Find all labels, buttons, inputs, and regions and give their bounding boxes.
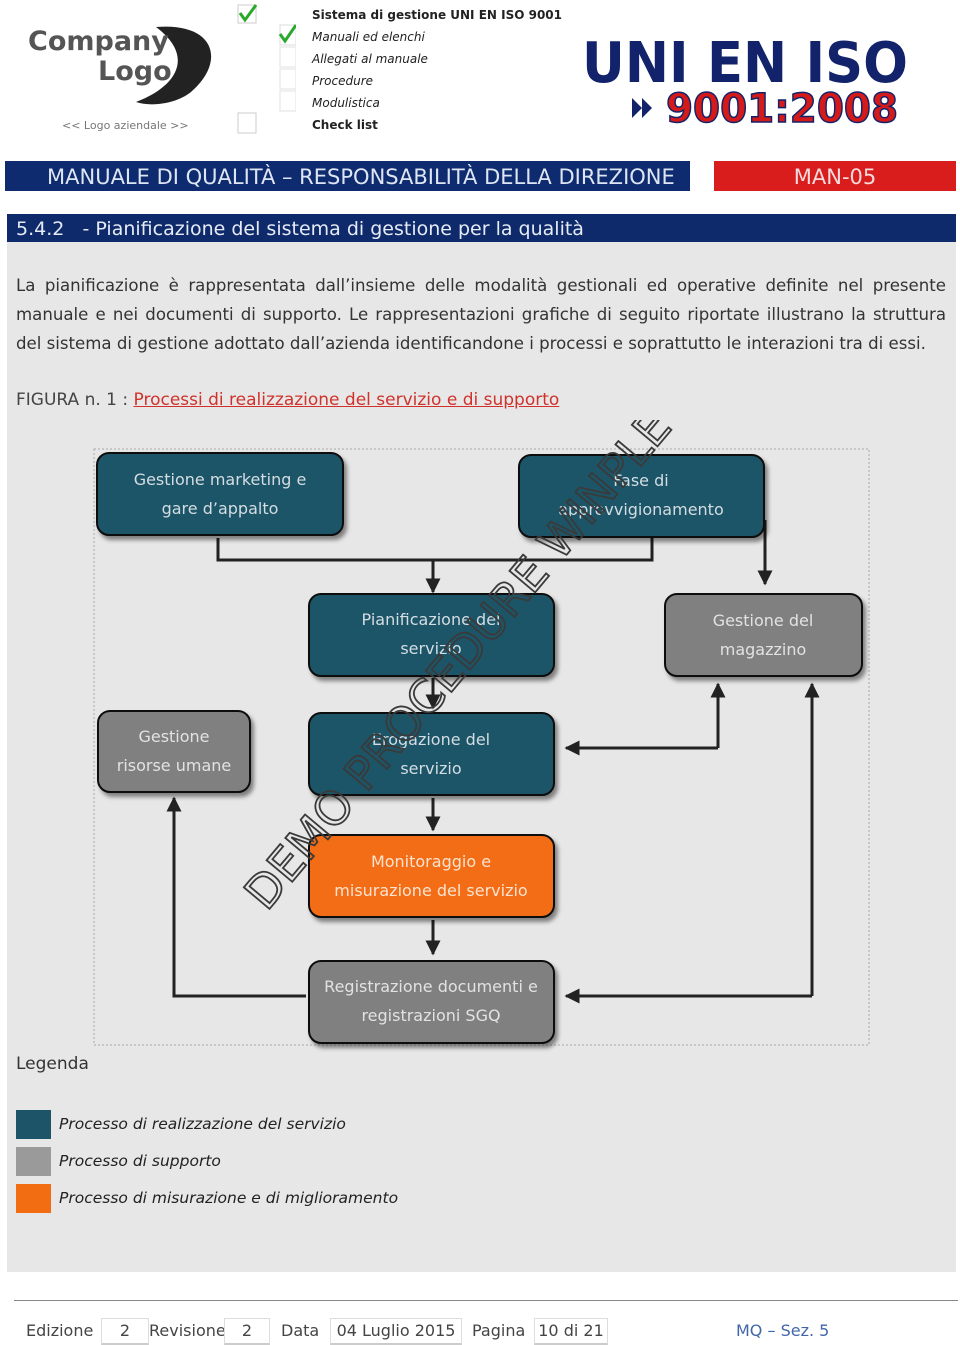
box-monitoraggio-line1: Monitoraggio e: [371, 852, 491, 871]
box-approvvigionamento: Fase di approvvigionamento: [518, 454, 765, 538]
footer-data-value: 04 Luglio 2015: [330, 1318, 462, 1345]
box-risorse-line2: risorse umane: [117, 756, 232, 775]
box-marketing: Gestione marketing e gare d’appalto: [96, 452, 344, 536]
checkbox-icon: [279, 90, 296, 112]
check-icon: [278, 24, 296, 46]
box-magazzino-line1: Gestione del: [713, 611, 814, 630]
figure-link[interactable]: Processi di realizzazione del servizio e…: [133, 390, 560, 410]
box-approvvigionamento-line1: Fase di: [613, 471, 668, 490]
footer-revisione-label: Revisione: [149, 1321, 226, 1340]
document-code: MAN-05: [714, 161, 956, 191]
iso-logo-top: UNI EN ISO: [582, 31, 908, 96]
menu-item-allegati[interactable]: Allegati al manuale: [312, 52, 428, 66]
box-monitoraggio-line2: misurazione del servizio: [334, 881, 527, 900]
logo-placeholder-note: << Logo aziendale >>: [62, 119, 189, 132]
menu-item-manuali[interactable]: Manuali ed elenchi: [312, 30, 425, 44]
diagram-frame: [93, 448, 870, 1046]
checkbox-icon: [279, 68, 296, 90]
legend-swatch: [16, 1184, 51, 1213]
footer-revisione-value: 2: [224, 1318, 270, 1345]
menu-item-procedure[interactable]: Procedure: [312, 74, 374, 88]
footer-section-ref: MQ – Sez. 5: [736, 1321, 830, 1340]
process-diagram: Gestione marketing e gare d’appalto Fase…: [93, 420, 870, 1046]
legend-swatch: [16, 1147, 51, 1176]
diagram-connectors: [166, 520, 820, 1004]
box-risorse-umane: Gestione risorse umane: [97, 710, 251, 793]
company-logo-line1: Company: [28, 26, 169, 57]
legend-swatch: [16, 1110, 51, 1139]
box-marketing-line2: gare d’appalto: [162, 499, 279, 518]
box-erogazione-line1: Erogazione del: [372, 730, 490, 749]
iso-logo: UNI EN ISO 9001:2008: [581, 30, 909, 128]
menu-item-sistema[interactable]: Sistema di gestione UNI EN ISO 9001: [312, 8, 562, 22]
section-title: - Pianificazione del sistema di gestione…: [82, 218, 584, 240]
box-erogazione-line2: servizio: [400, 759, 461, 778]
document-title: MANUALE DI QUALITÀ – RESPONSABILITÀ DELL…: [5, 161, 690, 191]
box-registrazione-line1: Registrazione documenti e: [324, 977, 538, 996]
box-pianificazione-line1: Pianificazione del: [362, 610, 501, 629]
iso-logo-bottom: 9001:2008: [666, 86, 898, 128]
legend-label: Processo di misurazione e di miglioramen…: [59, 1189, 399, 1207]
box-registrazione: Registrazione documenti e registrazioni …: [308, 960, 555, 1044]
double-chevron-icon: [632, 98, 652, 118]
legend-label: Processo di realizzazione del servizio: [59, 1115, 346, 1133]
box-monitoraggio: Monitoraggio e misurazione del servizio: [308, 834, 555, 918]
box-marketing-line1: Gestione marketing e: [134, 470, 307, 489]
box-pianificazione-line2: servizio: [400, 639, 461, 658]
company-logo: Company Logo: [28, 26, 212, 105]
checkbox-icon: [237, 112, 257, 134]
box-risorse-line1: Gestione: [138, 727, 209, 746]
box-pianificazione: Pianificazione del servizio: [308, 593, 555, 677]
intro-paragraph: La pianificazione è rappresentata dall’i…: [16, 276, 946, 353]
check-icon: [237, 4, 258, 24]
footer-divider: [14, 1300, 958, 1301]
box-approvvigionamento-line2: approvvigionamento: [558, 500, 723, 519]
footer-edizione-label: Edizione: [26, 1321, 94, 1340]
figure-prefix: FIGURA n. 1 :: [16, 390, 129, 410]
checkbox-icon: [279, 46, 296, 68]
menu-item-checklist[interactable]: Check list: [312, 118, 378, 132]
menu-checkboxes: [237, 4, 296, 134]
document-nav-menu: Sistema di gestione UNI EN ISO 9001 Manu…: [312, 4, 562, 136]
section-heading: 5.4.2 - Pianificazione del sistema di ge…: [7, 214, 956, 242]
box-magazzino-line2: magazzino: [720, 640, 807, 659]
footer-pagina-label: Pagina: [472, 1321, 526, 1340]
legend-title: Legenda: [16, 1054, 89, 1074]
box-erogazione: Erogazione del servizio: [308, 712, 555, 796]
footer-edizione-value: 2: [101, 1318, 149, 1345]
menu-item-modulistica[interactable]: Modulistica: [312, 96, 380, 110]
footer-data-label: Data: [281, 1321, 320, 1340]
figure-caption: FIGURA n. 1 : Processi di realizzazione …: [16, 390, 559, 410]
company-logo-line2: Logo: [98, 56, 172, 87]
section-number: 5.4.2: [16, 218, 65, 240]
legend-label: Processo di supporto: [59, 1152, 221, 1170]
box-magazzino: Gestione del magazzino: [664, 593, 863, 677]
box-registrazione-line2: registrazioni SGQ: [361, 1006, 500, 1025]
footer-pagina-value: 10 di 21: [534, 1318, 608, 1345]
